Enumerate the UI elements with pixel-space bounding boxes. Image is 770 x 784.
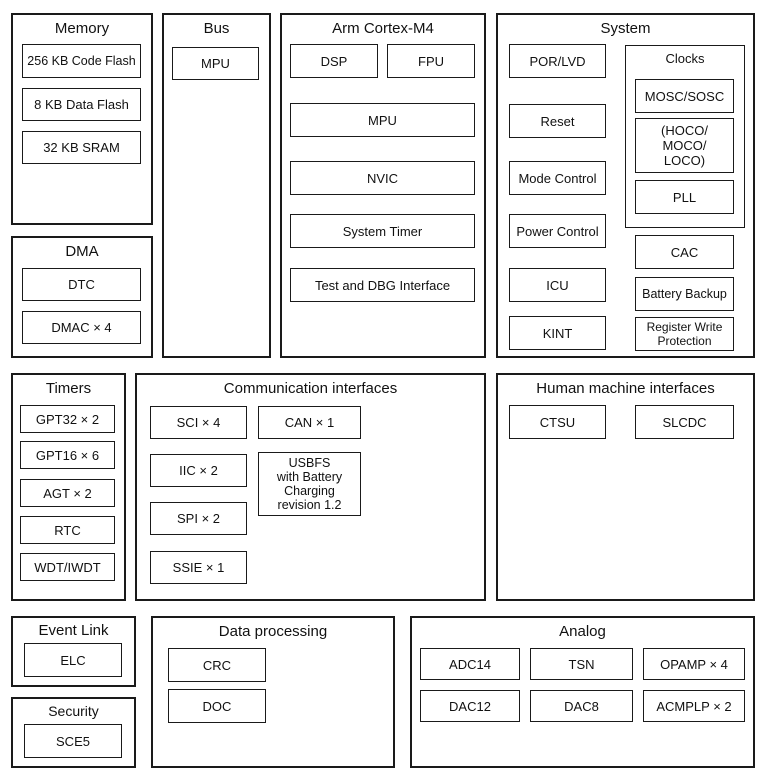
system-title: System (600, 20, 651, 37)
cortex-mpu-block: MPU (290, 103, 475, 137)
sci-block: SCI × 4 (150, 406, 247, 439)
memory-title: Memory (54, 20, 110, 37)
code-flash-block: 256 KB Code Flash (22, 44, 141, 78)
dmac-block: DMAC × 4 (22, 311, 141, 344)
can-block: CAN × 1 (258, 406, 361, 439)
tsn-block: TSN (530, 648, 633, 680)
bus-mpu-block: MPU (172, 47, 259, 80)
hoco-moco-loco-block: (HOCO/ MOCO/ LOCO) (635, 118, 734, 173)
sram-block: 32 KB SRAM (22, 131, 141, 164)
register-write-protection-block: Register Write Protection (635, 317, 734, 351)
mode-control-block: Mode Control (509, 161, 606, 195)
nvic-block: NVIC (290, 161, 475, 195)
rtc-block: RTC (20, 516, 115, 544)
data-processing-title: Data processing (218, 623, 328, 640)
por-lvd-block: POR/LVD (509, 44, 606, 78)
dac8-block: DAC8 (530, 690, 633, 722)
acmplp-block: ACMPLP × 2 (643, 690, 745, 722)
power-control-block: Power Control (509, 214, 606, 248)
test-dbg-block: Test and DBG Interface (290, 268, 475, 302)
battery-backup-block: Battery Backup (635, 277, 734, 311)
crc-block: CRC (168, 648, 266, 682)
iic-block: IIC × 2 (150, 454, 247, 487)
reset-block: Reset (509, 104, 606, 138)
ssie-block: SSIE × 1 (150, 551, 247, 584)
security-title: Security (48, 703, 99, 719)
adc14-block: ADC14 (420, 648, 520, 680)
icu-block: ICU (509, 268, 606, 302)
communication-title: Communication interfaces (223, 380, 398, 397)
cortex-title: Arm Cortex-M4 (332, 20, 434, 37)
wdt-iwdt-block: WDT/IWDT (20, 553, 115, 581)
clocks-title: Clocks (665, 51, 705, 66)
dsp-block: DSP (290, 44, 378, 78)
kint-block: KINT (509, 316, 606, 350)
hmi-title: Human machine interfaces (536, 380, 715, 397)
system-timer-block: System Timer (290, 214, 475, 248)
pll-block: PLL (635, 180, 734, 214)
elc-block: ELC (24, 643, 122, 677)
usbfs-block: USBFS with Battery Charging revision 1.2 (258, 452, 361, 516)
dtc-block: DTC (22, 268, 141, 301)
doc-block: DOC (168, 689, 266, 723)
timers-title: Timers (45, 380, 92, 397)
agt-block: AGT × 2 (20, 479, 115, 507)
dma-title: DMA (65, 243, 99, 260)
gpt16-block: GPT16 × 6 (20, 441, 115, 469)
gpt32-block: GPT32 × 2 (20, 405, 115, 433)
mosc-sosc-block: MOSC/SOSC (635, 79, 734, 113)
data-flash-block: 8 KB Data Flash (22, 88, 141, 121)
analog-title: Analog (559, 623, 606, 640)
opamp-block: OPAMP × 4 (643, 648, 745, 680)
cac-block: CAC (635, 235, 734, 269)
spi-block: SPI × 2 (150, 502, 247, 535)
ctsu-block: CTSU (509, 405, 606, 439)
bus-title: Bus (203, 20, 230, 37)
event-link-title: Event Link (38, 622, 109, 639)
dac12-block: DAC12 (420, 690, 520, 722)
fpu-block: FPU (387, 44, 475, 78)
sce5-block: SCE5 (24, 724, 122, 758)
slcdc-block: SLCDC (635, 405, 734, 439)
